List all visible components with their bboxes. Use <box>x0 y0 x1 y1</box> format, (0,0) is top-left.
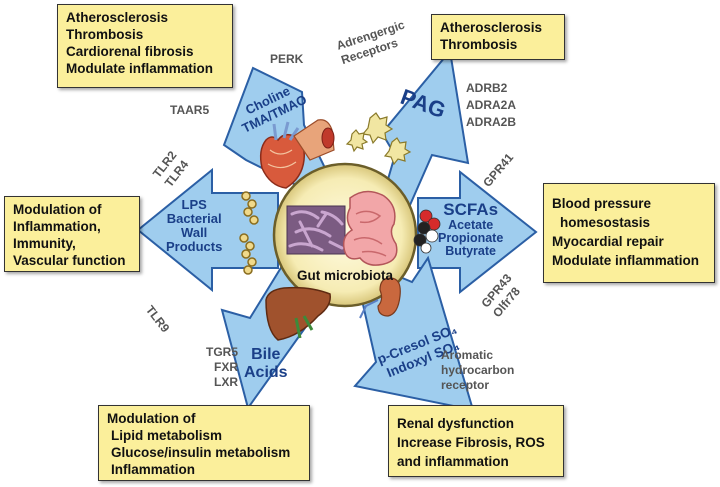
receptor-adra2b: ADRA2B <box>466 115 517 129</box>
outcome-pag-1: Atherosclerosis <box>440 20 543 35</box>
scfa-label: SCFAs Acetate Propionate Butyrate <box>438 200 503 258</box>
scfa-label-propionate: Propionate <box>438 231 504 245</box>
outcome-scfa-1: Blood pressure <box>552 196 652 211</box>
outcome-lps-1: Modulation of <box>13 202 102 217</box>
outcome-lps-4: Vascular function <box>13 253 126 268</box>
outcome-box-pcresol: Renal dysfunction Increase Fibrosis, ROS… <box>388 405 564 477</box>
outcome-choline-2: Thrombosis <box>66 27 144 42</box>
outcome-pcresol-1: Renal dysfunction <box>397 416 515 431</box>
bacterial-chain-illustration <box>239 191 259 275</box>
bile-label-line2: Acids <box>244 364 288 381</box>
outcome-lps-3: Immunity, <box>13 236 76 251</box>
bile-label: Bile Acids <box>244 346 288 382</box>
lps-label: LPS Bacterial Wall Products <box>166 198 222 254</box>
pag-arrow <box>380 48 470 207</box>
outcome-choline-3: Cardiorenal fibrosis <box>66 44 194 59</box>
receptor-ahr-line1: Aromatic <box>441 348 494 362</box>
receptor-fxr: FXR <box>214 360 238 374</box>
gut-microbiota-label: Gut microbiota <box>296 268 393 283</box>
outcome-bile-4: Inflammation <box>111 462 196 477</box>
intestine-illustration <box>342 190 398 266</box>
outcome-bile-2: Lipid metabolism <box>111 428 223 443</box>
lps-label-lps: LPS <box>181 197 207 212</box>
outcome-pag-2: Thrombosis <box>440 37 518 52</box>
kidney-illustration <box>359 277 401 319</box>
lps-label-products: Products <box>166 239 223 254</box>
outcome-scfa-4: Modulate inflammation <box>552 253 700 268</box>
heart-illustration <box>259 121 306 189</box>
outcome-pcresol-3: and inflammation <box>397 454 509 469</box>
blood-vessel-illustration <box>293 119 335 161</box>
bacteria-micrograph <box>286 205 346 255</box>
outcome-box-pag: Atherosclerosis Thrombosis <box>431 14 565 60</box>
receptor-ahr-line2: hydrocarbon <box>441 363 515 377</box>
receptor-bile-list: TGR5 FXR LXR <box>194 345 238 390</box>
outcome-box-lps: Modulation of Inflammation, Immunity, Va… <box>4 196 140 272</box>
receptor-perk: PERK <box>270 52 304 66</box>
receptor-tgr5: TGR5 <box>205 345 238 359</box>
lps-arrow <box>136 167 279 293</box>
bile-label-line1: Bile <box>251 346 281 363</box>
outcome-lps-2: Inflammation, <box>13 219 101 234</box>
outcome-bile-1: Modulation of <box>107 411 196 426</box>
platelet-illustration <box>345 112 412 166</box>
lps-label-bacterial: Bacterial <box>166 211 222 226</box>
liver-illustration <box>265 286 331 341</box>
scfa-label-title: SCFAs <box>443 200 499 219</box>
outcome-box-scfa: Blood pressure homesostasis Myocardial r… <box>543 183 715 283</box>
outcome-choline-1: Atherosclerosis <box>66 10 169 25</box>
outcome-scfa-2: homesostasis <box>560 215 651 230</box>
lps-label-wall: Wall <box>181 225 208 240</box>
receptor-lxr: LXR <box>214 375 238 389</box>
receptor-taar5: TAAR5 <box>170 103 210 117</box>
outcome-box-bile: Modulation of Lipid metabolism Glucose/i… <box>98 405 310 481</box>
receptor-adr-list: ADRB2 ADRA2A ADRA2B <box>466 80 516 131</box>
outcome-bile-3: Glucose/insulin metabolism <box>111 445 291 460</box>
receptor-ahr-line3: receptor <box>441 378 490 392</box>
outcome-pcresol-2: Increase Fibrosis, ROS <box>397 435 545 450</box>
outcome-box-choline: Atherosclerosis Thrombosis Cardiorenal f… <box>57 4 233 88</box>
molecule-model <box>413 209 441 254</box>
scfa-label-butyrate: Butyrate <box>445 244 496 258</box>
outcome-choline-4: Modulate inflammation <box>66 61 214 76</box>
receptor-ahr: Aromatic hydrocarbon receptor <box>441 348 514 393</box>
receptor-adrb2: ADRB2 <box>466 81 508 95</box>
receptor-adra2a: ADRA2A <box>466 98 517 112</box>
outcome-scfa-3: Myocardial repair <box>552 234 664 249</box>
scfa-label-acetate: Acetate <box>448 218 494 232</box>
